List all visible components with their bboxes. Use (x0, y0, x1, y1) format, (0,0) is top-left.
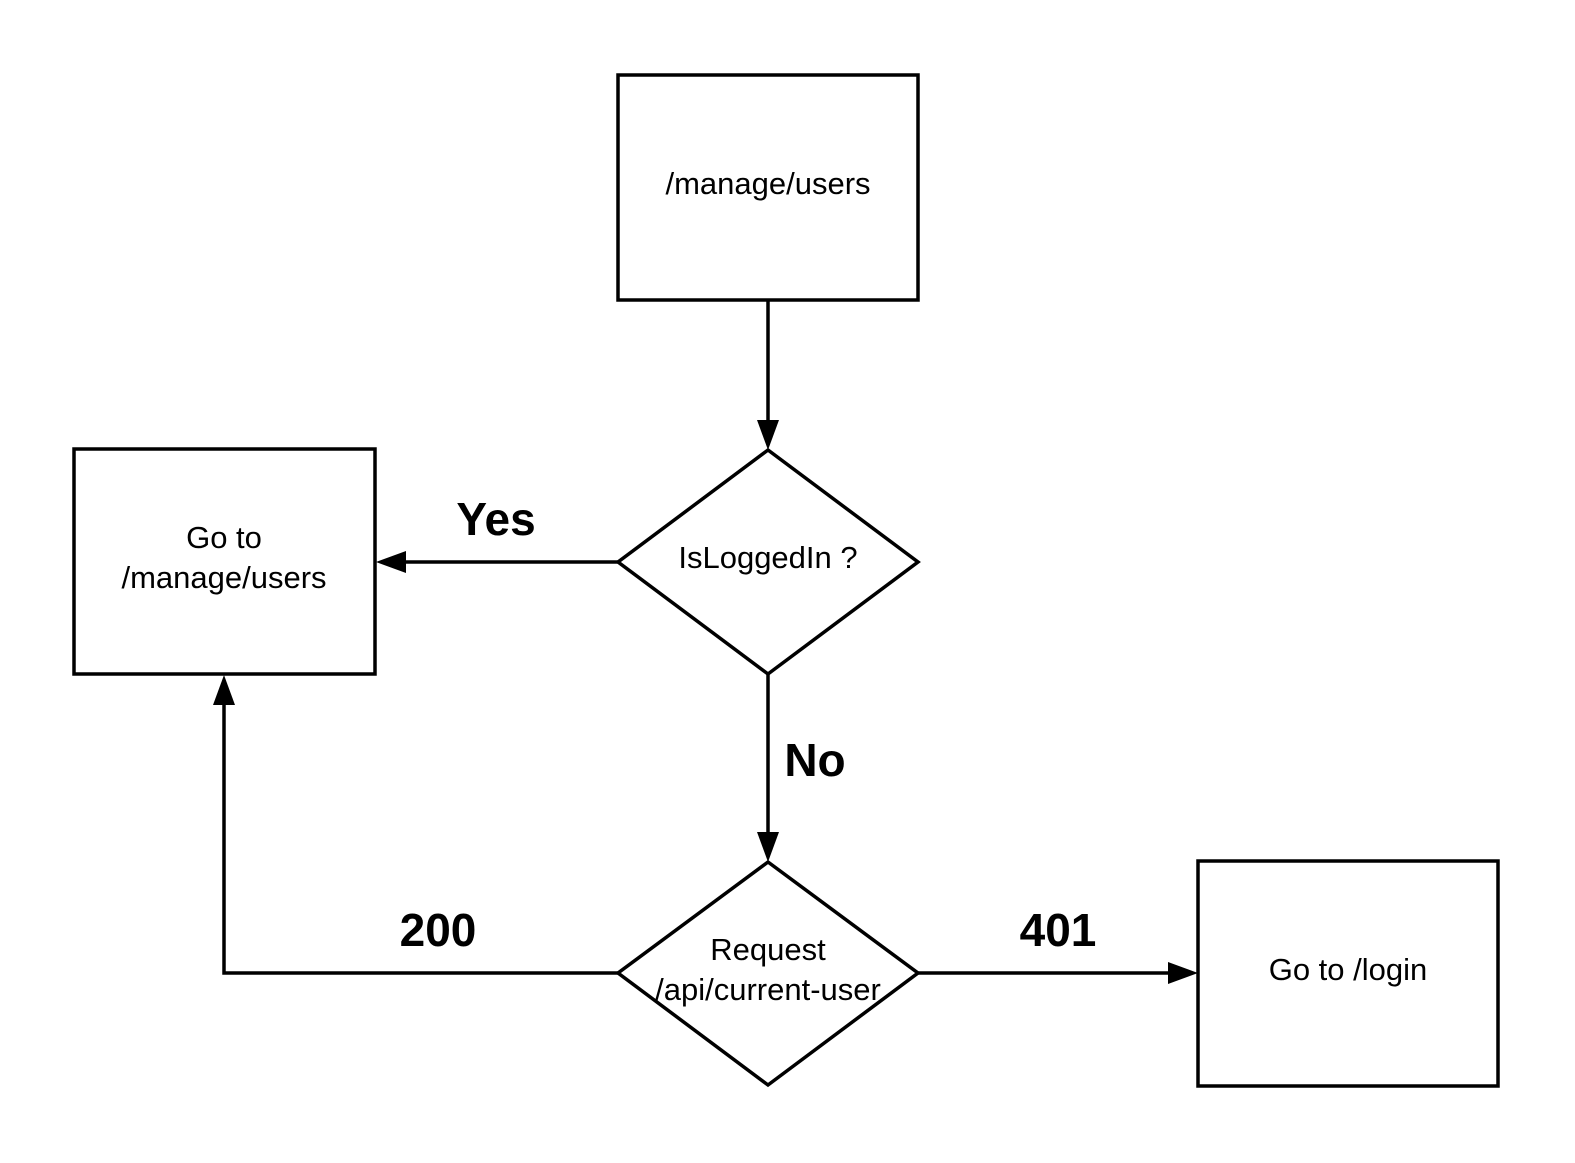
node-goto-manage-line2: /manage/users (121, 560, 326, 595)
arrowhead-down-icon (757, 420, 779, 450)
arrowhead-down-icon (757, 832, 779, 862)
edge-label-401: 401 (1020, 904, 1097, 956)
node-goto-manage: Go to /manage/users (72, 447, 377, 676)
arrowhead-up-icon (213, 675, 235, 705)
node-goto-login: Go to /login (1196, 859, 1500, 1088)
node-request-check: Request /api/current-user (615, 859, 921, 1088)
node-request-check-line1: Request (710, 932, 826, 967)
edge-200 (213, 675, 618, 975)
arrowhead-right-icon (1168, 962, 1198, 984)
node-logged-in-check-label: IsLoggedIn ? (678, 540, 857, 575)
node-start-label: /manage/users (665, 166, 870, 201)
edge-label-200: 200 (400, 904, 477, 956)
edge-no (757, 674, 779, 862)
edge-label-no: No (784, 734, 845, 786)
edge-401 (918, 962, 1198, 984)
node-logged-in-check: IsLoggedIn ? (615, 447, 921, 677)
edge-start-to-logged-in-check (757, 300, 779, 450)
node-start: /manage/users (616, 73, 920, 302)
node-goto-login-label: Go to /login (1269, 952, 1428, 987)
node-goto-manage-line1: Go to (186, 520, 262, 555)
edge-label-yes: Yes (456, 493, 535, 545)
node-request-check-line2: /api/current-user (655, 972, 881, 1007)
edge-yes (376, 551, 618, 573)
arrowhead-left-icon (376, 551, 406, 573)
